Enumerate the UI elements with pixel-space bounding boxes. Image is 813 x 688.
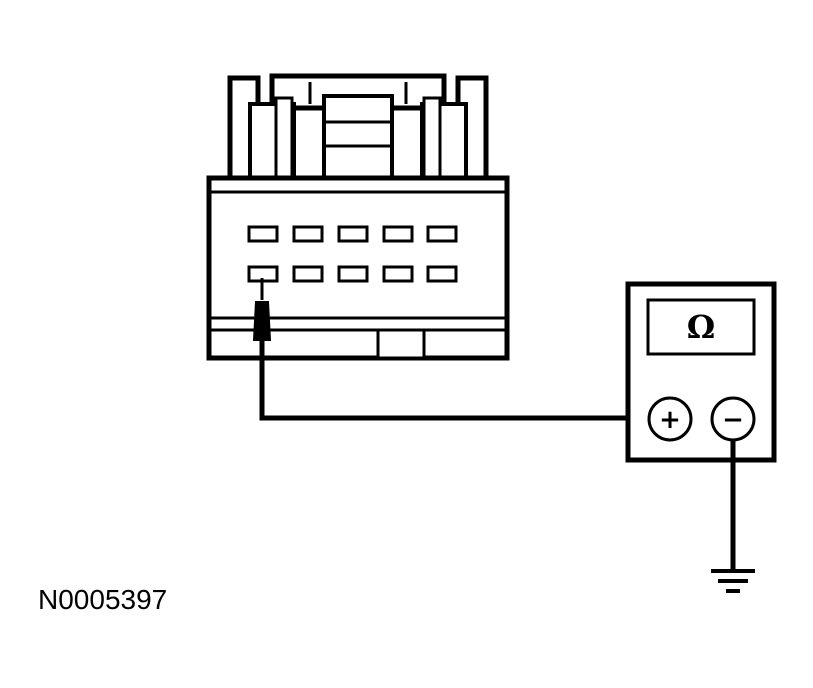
connector-cavities — [247, 225, 458, 283]
connector-cavity-r1-c3 — [337, 225, 369, 243]
meter-display-symbol: Ω — [687, 308, 715, 346]
connector-post-inner-right — [422, 96, 442, 184]
connector-cavity-r1-c4 — [382, 225, 414, 243]
connector-cavity-r1-c2 — [292, 225, 324, 243]
figure-id: N0005397 — [38, 584, 168, 615]
probe-body — [252, 301, 272, 341]
connector-icon — [206, 73, 510, 361]
connector-cavity-r1-c1 — [247, 225, 279, 243]
connector-cavity-r2-c4 — [382, 265, 414, 283]
connector-cavity-r2-c5 — [426, 265, 458, 283]
connector-cavity-r1-c5 — [426, 225, 458, 243]
meter-negative-label: − — [722, 405, 744, 435]
test-lead-positive — [259, 338, 648, 421]
connector-cavity-r2-c2 — [292, 265, 324, 283]
meter-display — [646, 298, 756, 356]
ground-icon — [711, 569, 755, 593]
connector-key-slot — [376, 328, 426, 360]
meter-positive-label: + — [659, 405, 681, 435]
connector-post-inner-left — [274, 96, 294, 184]
meter-positive-terminal[interactable] — [647, 396, 693, 442]
connector-cavity-r2-c3 — [337, 265, 369, 283]
probe-icon — [252, 278, 272, 341]
connector-lock-tower — [322, 94, 394, 184]
ohmmeter-icon: Ω + − — [625, 281, 777, 463]
